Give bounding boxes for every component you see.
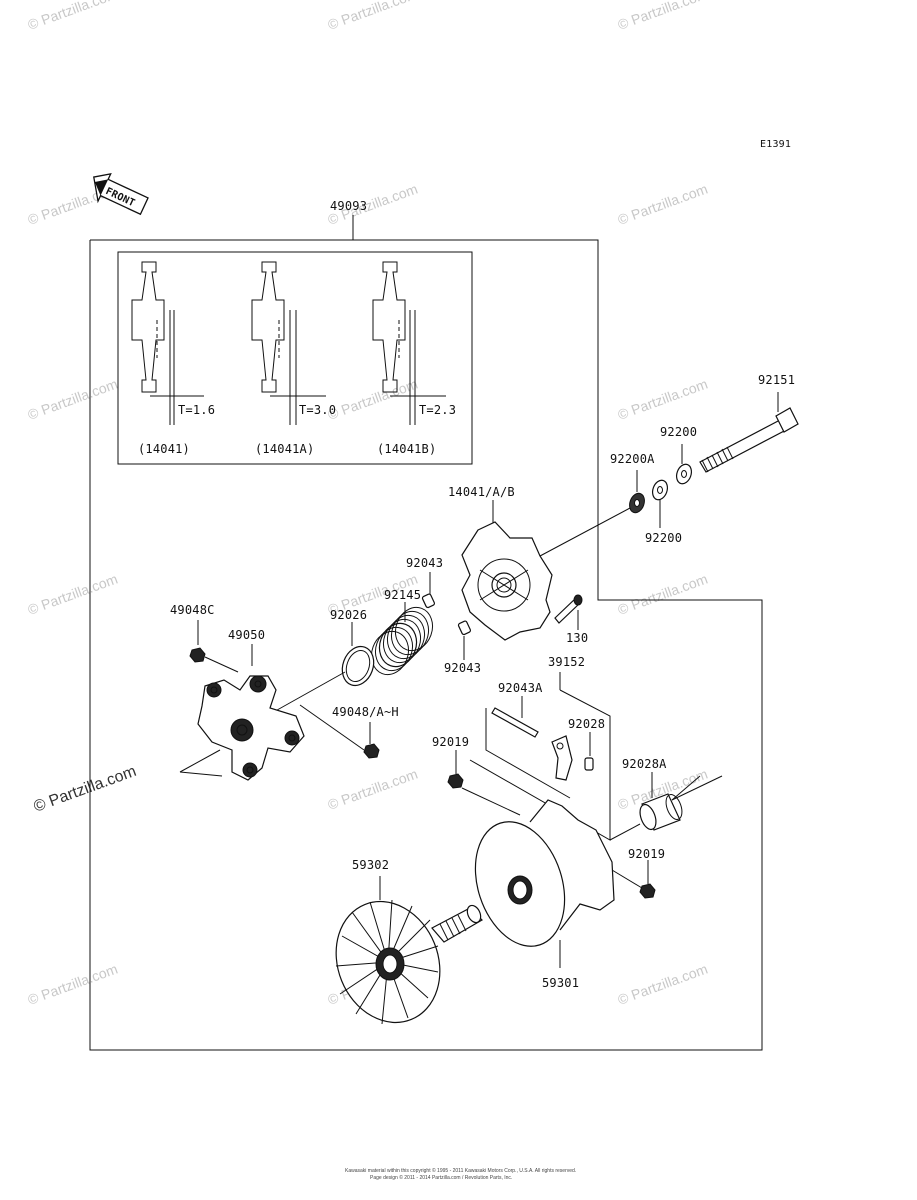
washer-92200-lower: [651, 479, 669, 528]
diagram-code: E1391: [760, 139, 791, 150]
pin-92043a: [485, 696, 571, 799]
callout-92200a: 92200A: [610, 452, 655, 466]
copyright-line: Kawasaki material within this copyright …: [345, 1167, 576, 1174]
screw-130: [554, 594, 583, 630]
callout-49050: 49050: [228, 628, 265, 642]
callout-92019-left: 92019: [432, 735, 469, 749]
callout-92028: 92028: [568, 717, 605, 731]
bushing-92028a: [609, 772, 723, 841]
washer-92200: [675, 444, 693, 485]
assembly-outline: [89, 215, 763, 1051]
watermark-main: © Partzilla.com: [32, 763, 139, 816]
washer-92200a: [629, 470, 645, 514]
shim-thickness: T=1.6: [178, 403, 215, 417]
callout-49048-a-h: 49048/A~H: [332, 705, 399, 719]
shim-part-number: (14041B): [377, 442, 436, 456]
spring-92145: [370, 602, 434, 676]
callout-92151: 92151: [758, 373, 795, 387]
pin-92043-top: [421, 572, 436, 609]
callout-14041: 14041/A/B: [448, 485, 515, 499]
shim-profile: T=3.0 (14041A): [251, 261, 336, 456]
callout-92043-bottom: 92043: [444, 661, 481, 675]
watermark-text: © Partzilla.com: [26, 571, 120, 618]
shim-thickness: T=3.0: [299, 403, 336, 417]
callout-92043-top: 92043: [406, 556, 443, 570]
sheave-59301: [474, 799, 615, 968]
callout-130: 130: [566, 631, 588, 645]
watermark-text: © Partzilla.com: [26, 376, 120, 423]
watermark-text: © Partzilla.com: [326, 0, 420, 33]
shim-part-number: (14041A): [255, 442, 314, 456]
callout-92200-bottom: 92200: [645, 531, 682, 545]
nut-49048-a-h: [299, 704, 380, 759]
watermark-text: © Partzilla.com: [326, 766, 420, 813]
watermark-text: © Partzilla.com: [616, 0, 710, 33]
cover-14041: [461, 500, 631, 641]
copyright-line: Page design © 2011 - 2014 Partzilla.com …: [370, 1174, 512, 1181]
callout-59301: 59301: [542, 976, 579, 990]
bolt-92151: [699, 392, 799, 473]
nut-49048c: [189, 620, 239, 673]
callout-92019-right: 92019: [628, 847, 665, 861]
nut-92019-left: [447, 750, 521, 816]
watermark-text: © Partzilla.com: [616, 181, 710, 228]
callout-92028a: 92028A: [622, 757, 667, 771]
nut-92019-right: [611, 860, 656, 899]
watermark-text: © Partzilla.com: [326, 376, 420, 423]
shim-thickness: T=2.3: [419, 403, 456, 417]
ring-92026: [269, 622, 375, 715]
callout-92026: 92026: [330, 608, 367, 622]
spider-49050: [179, 644, 305, 781]
shim-profile: T=1.6 (14041): [131, 261, 215, 456]
shim-part-number: (14041): [138, 442, 190, 456]
weight-arm: [551, 735, 573, 781]
callout-49048c: 49048C: [170, 603, 215, 617]
shim-inset: T=1.6 (14041) T=3.0 (14041A) T=2.3 (1404…: [117, 251, 473, 465]
watermark-text: © Partzilla.com: [616, 571, 710, 618]
sheave-59302: [335, 876, 483, 1025]
pin-92028: [584, 732, 594, 771]
shim-profile: T=2.3 (14041B): [372, 261, 456, 456]
pin-92043-bottom: [457, 620, 472, 660]
callout-39152: 39152: [548, 655, 585, 669]
callout-92200-top: 92200: [660, 425, 697, 439]
bracket-39152: [469, 672, 611, 841]
callout-92145: 92145: [384, 588, 421, 602]
callout-92043a: 92043A: [498, 681, 543, 695]
watermark-text: © Partzilla.com: [26, 961, 120, 1008]
callout-49093: 49093: [330, 199, 367, 213]
callout-59302: 59302: [352, 858, 389, 872]
watermark-text: © Partzilla.com: [616, 376, 710, 423]
watermark-text: © Partzilla.com: [616, 961, 710, 1008]
watermark-text: © Partzilla.com: [26, 0, 120, 33]
